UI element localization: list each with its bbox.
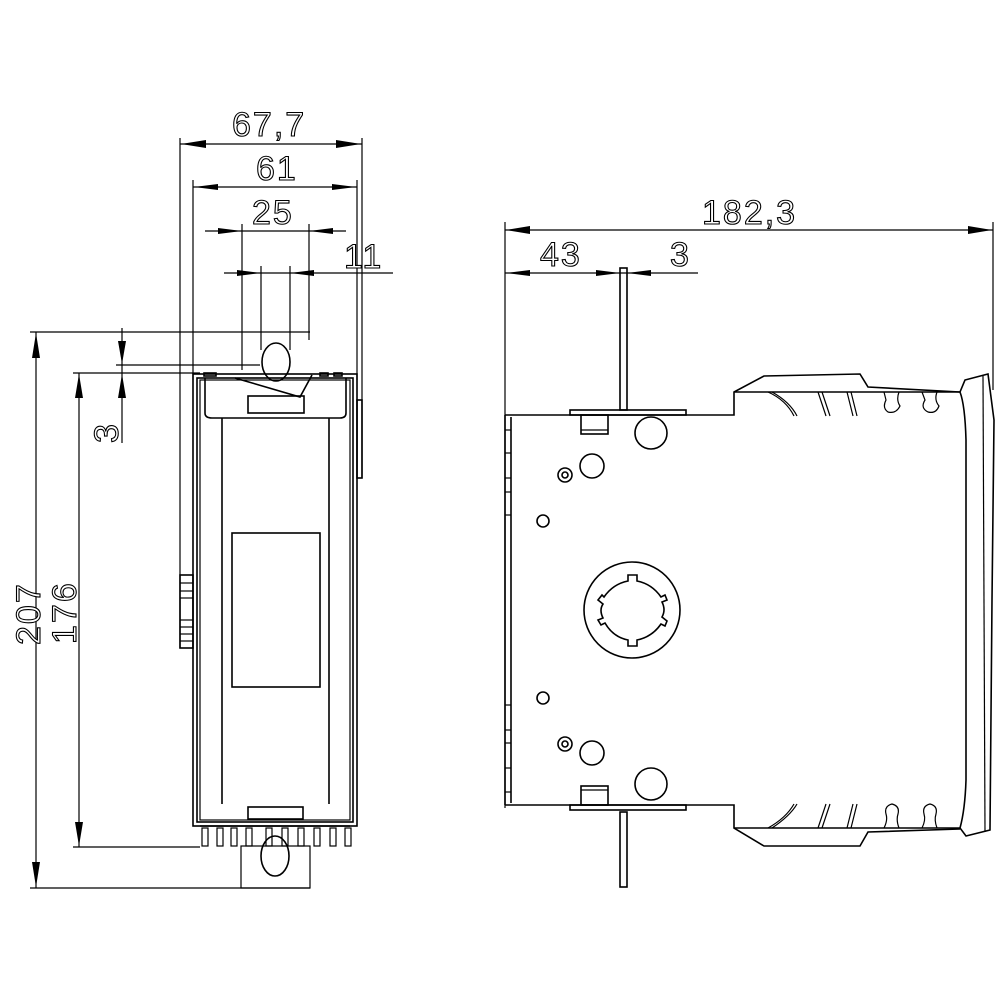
side-view: 182,3 43 3 xyxy=(504,193,995,888)
dimension-clip-offset: 3 xyxy=(87,328,260,444)
dim-label-176: 176 xyxy=(46,581,84,644)
dim-label-207: 207 xyxy=(10,582,48,645)
dimension-overall-depth: 182,3 xyxy=(504,193,994,808)
dim-label-25: 25 xyxy=(252,194,294,232)
dimension-body-height: 176 xyxy=(45,372,200,848)
dim-label-3-rail: 3 xyxy=(670,236,691,274)
front-view: 67,7 61 25 11 xyxy=(9,105,393,889)
housing-front xyxy=(192,342,358,827)
dim-label-67-7: 67,7 xyxy=(232,106,306,144)
dim-label-182-3: 182,3 xyxy=(702,194,797,232)
dimension-connector-span: 25 xyxy=(205,193,346,370)
dimension-body-width: 61 xyxy=(192,149,358,380)
dim-label-43: 43 xyxy=(540,236,582,274)
bottom-label xyxy=(247,806,304,820)
bottom-terminals xyxy=(201,827,352,889)
mounting-holes xyxy=(536,416,668,801)
housing-side xyxy=(504,372,995,847)
dimension-rail-offset: 43 3 xyxy=(505,235,698,276)
dim-label-61: 61 xyxy=(256,150,298,188)
dimension-overall-width: 67,7 xyxy=(179,105,363,648)
rotary-shaft-socket xyxy=(583,561,681,659)
din-clip-left xyxy=(179,574,194,649)
dim-label-3: 3 xyxy=(88,422,126,443)
label-window xyxy=(231,532,321,688)
din-rail xyxy=(569,267,687,888)
dimension-terminal-opening: 11 xyxy=(224,237,393,350)
dim-label-11: 11 xyxy=(344,238,383,276)
front-bezel xyxy=(959,372,995,837)
